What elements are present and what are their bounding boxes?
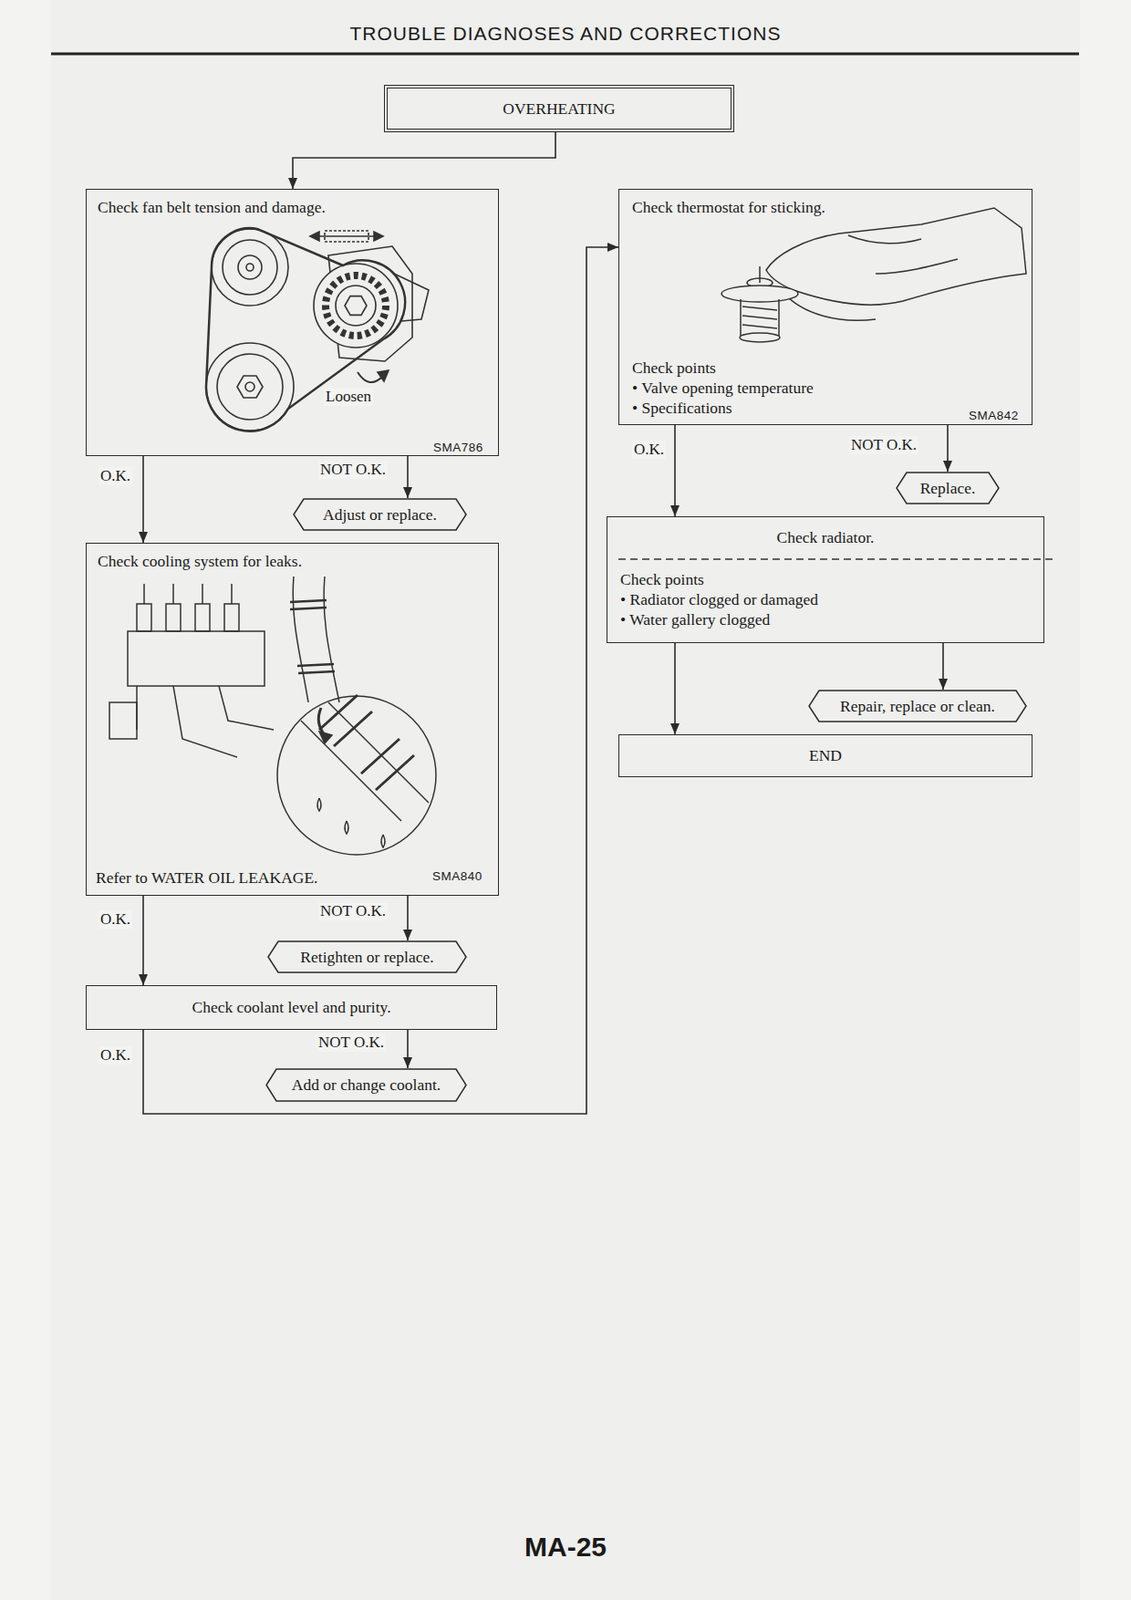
process-box: Check thermostat for sticking. Check poin… — [618, 188, 1033, 426]
process-box: Check cooling system for leaks. Refer to … — [85, 542, 499, 896]
step-text: Check coolant level and purity. — [191, 997, 391, 1017]
check-point-text: • Radiator clogged or damaged — [620, 590, 819, 610]
step-text: Add or change coolant. — [291, 1075, 441, 1095]
branch-label: NOT O.K. — [316, 1033, 386, 1052]
fan-belt-illustration — [206, 228, 429, 432]
flow-connector — [142, 895, 145, 986]
branch-label: O.K. — [98, 466, 133, 486]
check-point-text: Check points — [620, 570, 705, 590]
hexagon-shape — [896, 472, 999, 504]
hexagon-shape — [809, 690, 1027, 722]
step-text: Check fan belt tension and damage. — [97, 197, 326, 218]
header-rule — [51, 52, 1080, 56]
flow-connector — [292, 132, 556, 189]
flow-connector — [406, 1029, 409, 1069]
hexagon-shape — [293, 498, 467, 530]
flow-connector — [406, 456, 409, 499]
divider-dashed — [618, 558, 1053, 560]
branch-label: NOT O.K. — [318, 460, 388, 479]
step-text: Adjust or replace. — [322, 505, 437, 525]
flow-connector — [406, 895, 409, 941]
flow-connector — [143, 247, 619, 1114]
flow-connector — [942, 643, 945, 690]
page-number: MA-25 — [0, 1537, 1131, 1557]
step-text: OVERHEATING — [502, 99, 615, 119]
branch-label: NOT O.K. — [318, 902, 388, 921]
flow-connector — [142, 456, 145, 543]
check-point-text: Refer to WATER OIL LEAKAGE. — [95, 868, 319, 888]
page-ground — [51, 0, 1080, 1600]
coolant-leak-illustration — [109, 576, 436, 855]
step-text: END — [809, 746, 842, 766]
step-text: Check thermostat for sticking. — [632, 197, 826, 218]
action-hexagon: Add or change coolant. — [265, 1068, 467, 1102]
process-box: Check radiator. Check points• Radiator cl… — [606, 516, 1045, 644]
action-hexagon: Retighten or replace. — [267, 940, 467, 974]
check-point-text: • Water gallery clogged — [620, 610, 770, 630]
thermostat-illustration — [721, 207, 1027, 343]
action-hexagon: Replace. — [895, 471, 1000, 505]
step-text: Replace. — [920, 478, 976, 499]
check-point-text: • Specifications — [632, 398, 733, 418]
figure-number: SMA786 — [431, 438, 486, 457]
part-label: Loosen — [323, 387, 374, 406]
hexagon-shape — [266, 1068, 467, 1101]
flow-connector — [674, 643, 676, 735]
hexagon-shape — [268, 941, 467, 973]
branch-label: NOT O.K. — [849, 435, 919, 455]
step-text: Check radiator. — [607, 528, 1044, 548]
branch-label: O.K. — [632, 440, 666, 459]
branch-label: O.K. — [98, 1046, 133, 1065]
end-box: END — [618, 734, 1033, 778]
step-text: Retighten or replace. — [300, 947, 434, 967]
figure-number: SMA842 — [966, 406, 1021, 426]
flow-connector — [946, 425, 949, 472]
process-box: Check fan belt tension and damage. — [85, 188, 499, 457]
step-text: Repair, replace or clean. — [840, 696, 996, 716]
figure-number: SMA840 — [430, 867, 485, 886]
step-text: Check cooling system for leaks. — [97, 551, 302, 571]
check-point-text: • Valve opening temperature — [632, 378, 814, 398]
process-box: Check coolant level and purity. — [85, 985, 498, 1030]
branch-label: O.K. — [98, 910, 133, 929]
action-hexagon: Repair, replace or clean. — [808, 689, 1028, 723]
check-point-text: Check points — [632, 358, 716, 378]
action-hexagon: Adjust or replace. — [292, 498, 467, 531]
start-box: OVERHEATING — [383, 84, 735, 133]
page-title: TROUBLE DIAGNOSES AND CORRECTIONS — [0, 21, 1131, 46]
flow-connector — [674, 425, 676, 517]
